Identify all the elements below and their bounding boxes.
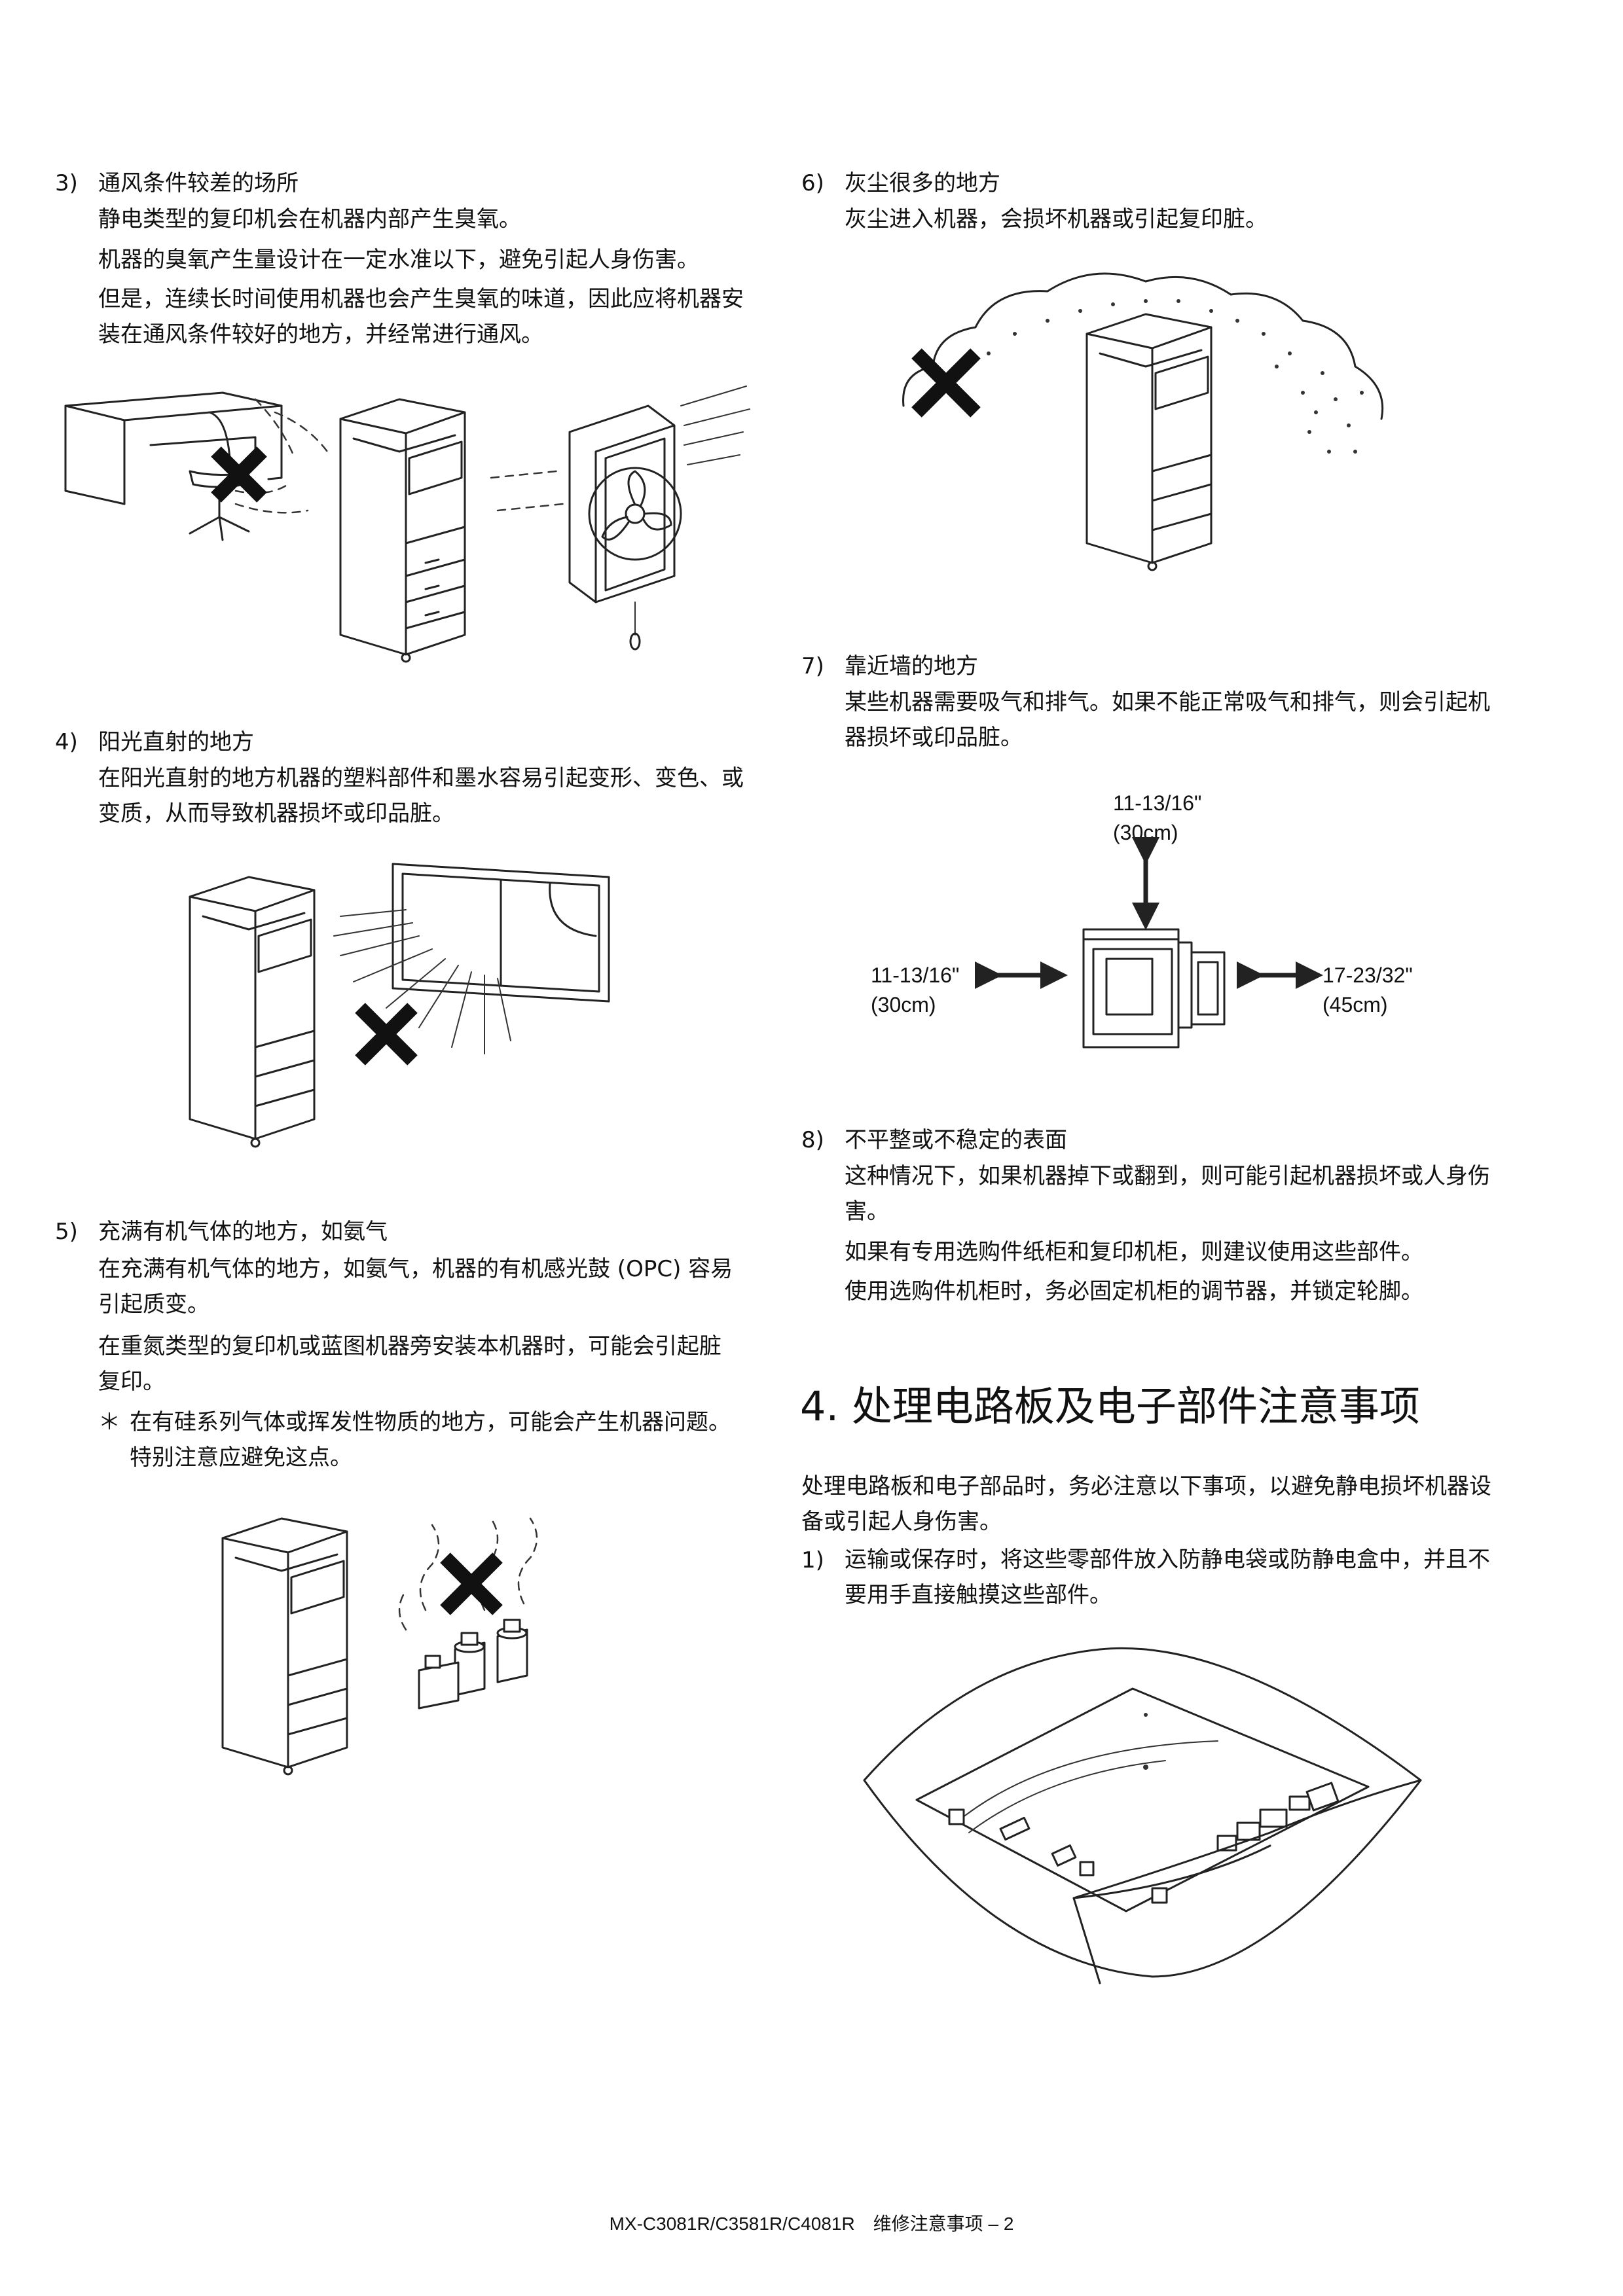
- sun-rays: [333, 909, 511, 1054]
- item-8-paragraph-3: 使用选购件机柜时，务必固定机柜的调节器，并锁定轮脚。: [845, 1278, 1423, 1304]
- section-4-title: 4. 处理电路板及电子部件注意事项: [800, 1382, 1420, 1430]
- direct-sunlight-illustration: [189, 863, 610, 1148]
- item-3-paragraph-2: 机器的臭氧产生量设计在一定水准以下，避免引起人身伤害。: [98, 247, 699, 273]
- clearance-left-cm: (30cm): [871, 992, 936, 1016]
- item-7-title: 靠近墙的地方: [845, 653, 978, 679]
- copier-drawing: [1085, 313, 1213, 571]
- clearance-left-label: 11-13/16" (30cm): [871, 961, 959, 1020]
- item-6-number: 6): [801, 170, 824, 196]
- clearance-top-inches: 11-13/16": [1113, 791, 1202, 815]
- clearance-top-label: 11-13/16" (30cm): [1113, 789, 1201, 848]
- page-footer: MX-C3081R/C3581R/C4081R 维修注意事项 – 2: [609, 2214, 1014, 2234]
- item-8-paragraph-1: 这种情况下，如果机器掉下或翻到，则可能引起机器损坏或人身伤害。: [845, 1163, 1490, 1225]
- copier-top-view: [1082, 928, 1226, 1049]
- clearance-right-cm: (45cm): [1322, 992, 1388, 1016]
- antistatic-bag: [863, 1647, 1422, 1978]
- prohibited-x-mark: [911, 348, 981, 418]
- chemical-bottles: [418, 1619, 528, 1710]
- poor-ventilation-illustration: [64, 386, 750, 663]
- copier-drawing: [221, 1517, 348, 1776]
- prohibited-x-mark: [440, 1552, 503, 1615]
- copier-drawing: [339, 398, 466, 663]
- organic-gas-illustration: [221, 1517, 538, 1776]
- item-6-title: 灰尘很多的地方: [845, 170, 1000, 196]
- item-5-number: 5): [55, 1219, 78, 1245]
- ventilation-fan-drawing: [568, 386, 750, 651]
- dust-cloud: [902, 272, 1384, 454]
- desk-drawing: [64, 391, 283, 505]
- item-4-number: 4): [55, 729, 78, 755]
- prohibited-x-mark: [211, 446, 267, 503]
- item-8-title: 不平整或不稳定的表面: [845, 1127, 1067, 1153]
- item-4-paragraph-1: 在阳光直射的地方机器的塑料部件和墨水容易引起变形、变色、或变质，从而导致机器损坏…: [98, 765, 744, 827]
- antistatic-bag-illustration: [863, 1647, 1422, 1984]
- dusty-place-illustration: [902, 272, 1384, 571]
- clearance-left-inches: 11-13/16": [871, 963, 960, 987]
- item-5-note-text: 在有硅系列气体或挥发性物质的地方，可能会产生机器问题。特别注意应避免这点。: [130, 1409, 731, 1471]
- item-5-paragraph-1: 在充满有机气体的地方，如氨气，机器的有机感光鼓 (OPC) 容易引起质变。: [98, 1256, 733, 1318]
- section-4-item-1-text: 运输或保存时，将这些零部件放入防静电袋或防静电盒中，并且不要用手直接触摸这些部件…: [845, 1547, 1490, 1609]
- circuit-board: [915, 1687, 1370, 1912]
- clearance-right-inches: 17-23/32": [1322, 963, 1413, 987]
- clearance-right-label: 17-23/32" (45cm): [1322, 961, 1413, 1020]
- item-3-number: 3): [55, 170, 78, 196]
- item-6-paragraph-1: 灰尘进入机器，会损坏机器或引起复印脏。: [845, 206, 1267, 232]
- item-3-paragraph-3: 但是，连续长时间使用机器也会产生臭氧的味道，因此应将机器安装在通风条件较好的地方…: [98, 286, 744, 348]
- item-3-title: 通风条件较差的场所: [98, 170, 299, 196]
- item-5-paragraph-2: 在重氮类型的复印机或蓝图机器旁安装本机器时，可能会引起脏复印。: [98, 1333, 721, 1395]
- item-4-title: 阳光直射的地方: [98, 729, 254, 755]
- item-3-paragraph-1: 静电类型的复印机会在机器内部产生臭氧。: [98, 206, 521, 232]
- dust-dots: [960, 299, 1364, 454]
- note-asterisk: ＊: [98, 1409, 120, 1435]
- item-7-number: 7): [801, 653, 824, 679]
- item-8-paragraph-2: 如果有专用选购件纸柜和复印机柜，则建议使用这些部件。: [845, 1239, 1423, 1265]
- section-4-item-1-number: 1): [801, 1547, 824, 1573]
- item-8-number: 8): [801, 1127, 824, 1153]
- bag-flap: [1072, 1779, 1422, 1984]
- item-7-paragraph-1: 某些机器需要吸气和排气。如果不能正常吸气和排气，则会引起机器损坏或印品脏。: [845, 689, 1490, 751]
- item-5-title: 充满有机气体的地方，如氨气: [98, 1219, 388, 1245]
- window-drawing: [392, 863, 610, 1003]
- copier-drawing: [189, 876, 316, 1148]
- clearance-top-cm: (30cm): [1113, 820, 1178, 844]
- section-4-intro: 处理电路板和电子部品时，务必注意以下事项，以避免静电损坏机器设备或引起人身伤害。: [801, 1473, 1491, 1535]
- prohibited-x-mark: [355, 1003, 418, 1066]
- item-5-note: ＊ 在有硅系列气体或挥发性物质的地方，可能会产生机器问题。特别注意应避免这点。: [98, 1405, 745, 1476]
- wall-clearance-diagram: [975, 837, 1323, 1049]
